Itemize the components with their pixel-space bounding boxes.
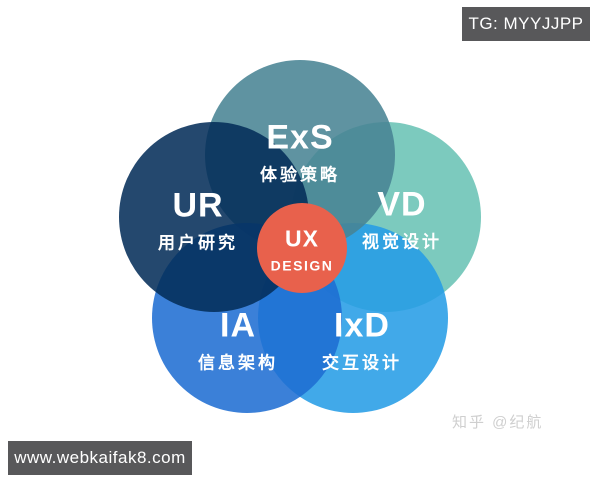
telegram-watermark-badge: TG: MYYJJPP [462,7,590,41]
telegram-watermark-text: TG: MYYJJPP [468,14,584,33]
website-watermark-text: www.webkaifak8.com [14,448,186,467]
zhihu-author-credit: 知乎 @纪航 [452,414,544,431]
center-circle-ux [257,203,347,293]
website-watermark-badge: www.webkaifak8.com [8,441,192,475]
